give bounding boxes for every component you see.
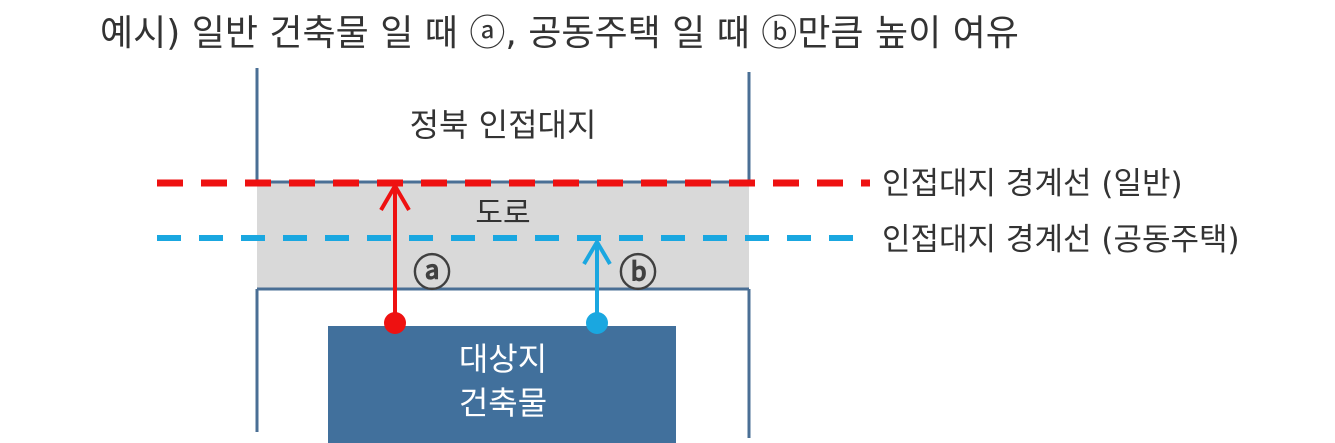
- boundary-apartment-label: 인접대지 경계선 (공동주택): [882, 222, 1240, 258]
- marker-a-label: ⓐ: [413, 251, 451, 295]
- target-building: [328, 326, 676, 443]
- north-lot-label: 정북 인접대지: [410, 106, 597, 144]
- arrow-b-origin-dot: [586, 312, 608, 334]
- arrow-a-head: [379, 182, 411, 212]
- boundary-general-label: 인접대지 경계선 (일반): [882, 166, 1183, 202]
- road-label: 도로: [475, 196, 530, 231]
- diagram-title: 예시) 일반 건축물 일 때 ⓐ, 공동주택 일 때 ⓑ만큼 높이 여유: [100, 13, 1019, 54]
- building-label-line2: 건축물: [459, 384, 547, 422]
- arrow-a-origin-dot: [384, 312, 406, 334]
- building-label-line1: 대상지: [459, 340, 547, 378]
- marker-b-label: ⓑ: [619, 251, 657, 295]
- arrow-b-head: [582, 238, 612, 266]
